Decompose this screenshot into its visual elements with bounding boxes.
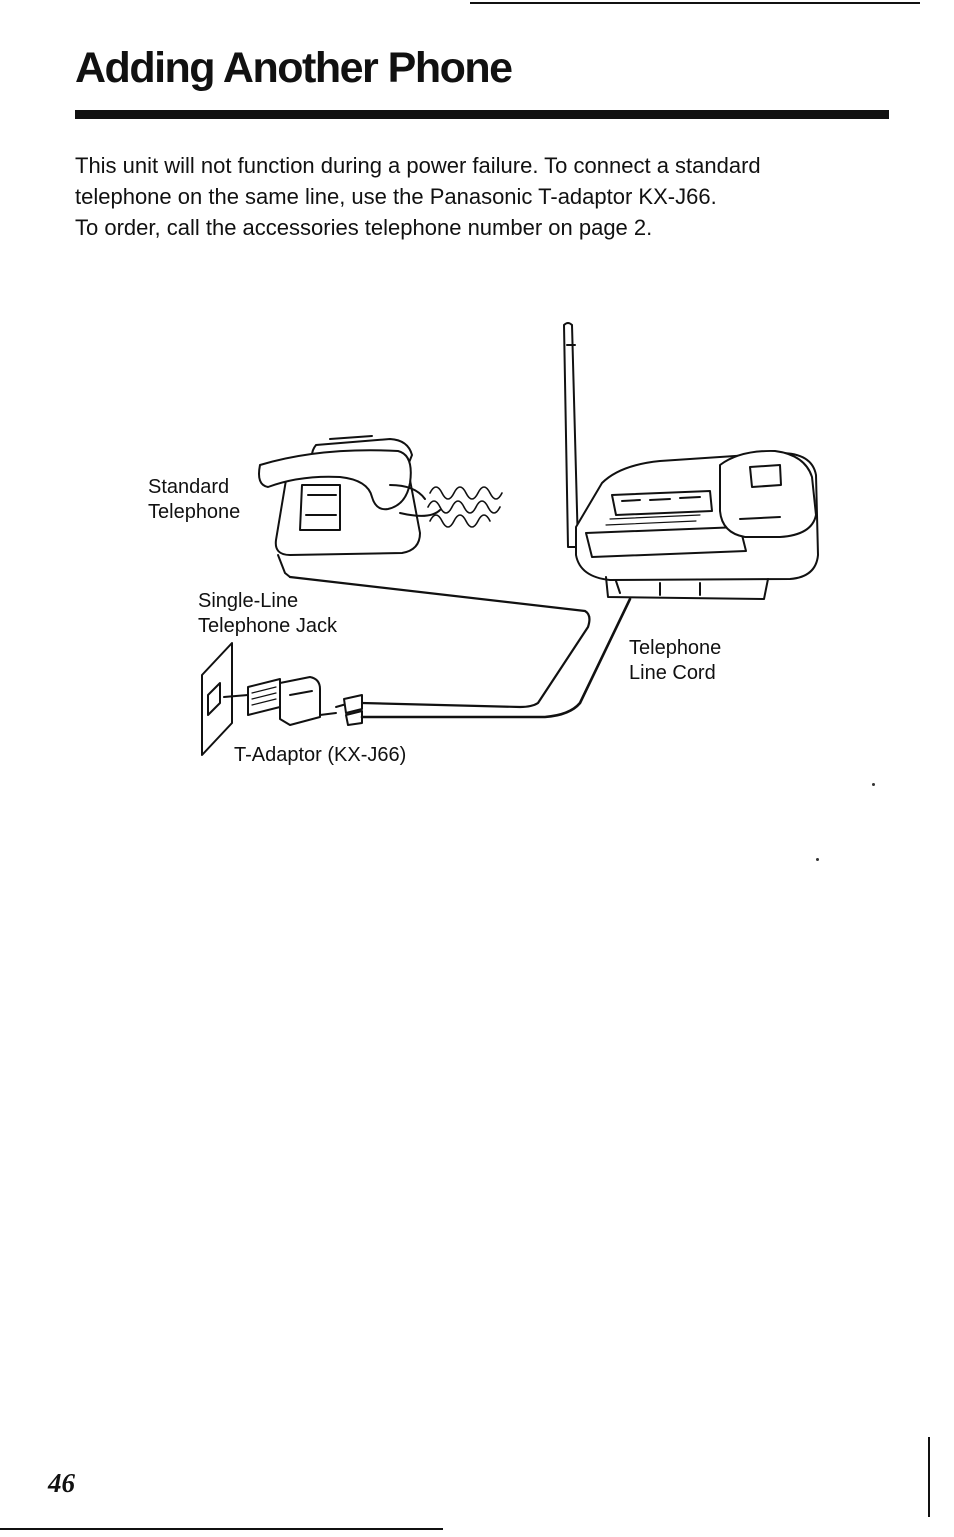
bottom-rule [0, 1528, 443, 1530]
page-title: Adding Another Phone [75, 44, 513, 92]
t-adaptor-label: T-Adaptor (KX-J66) [234, 744, 407, 766]
scan-speck [872, 783, 875, 786]
telephone-line-cord-label: Telephone Line Cord [629, 637, 722, 684]
wall-jack-illustration [201, 642, 233, 756]
margin-mark [928, 1437, 930, 1517]
cords-illustration [288, 575, 632, 719]
intro-paragraph: This unit will not function during a pow… [75, 150, 875, 243]
connection-illustration [201, 322, 819, 756]
title-rule [75, 110, 889, 119]
connection-diagram: Standard Telephone Single-Line Telephone… [140, 315, 840, 785]
standard-telephone-illustration [258, 435, 503, 578]
base-unit-illustration [563, 322, 819, 600]
intro-line: To order, call the accessories telephone… [75, 215, 653, 240]
standard-telephone-label: Standard Telephone [148, 476, 241, 523]
scan-speck [816, 858, 819, 861]
intro-line: This unit will not function during a pow… [75, 153, 761, 178]
t-adaptor-illustration [223, 676, 363, 726]
page-number: 46 [48, 1468, 75, 1498]
intro-line: telephone on the same line, use the Pana… [75, 184, 717, 209]
top-rule [470, 2, 920, 4]
single-line-jack-label: Single-Line Telephone Jack [198, 590, 337, 637]
